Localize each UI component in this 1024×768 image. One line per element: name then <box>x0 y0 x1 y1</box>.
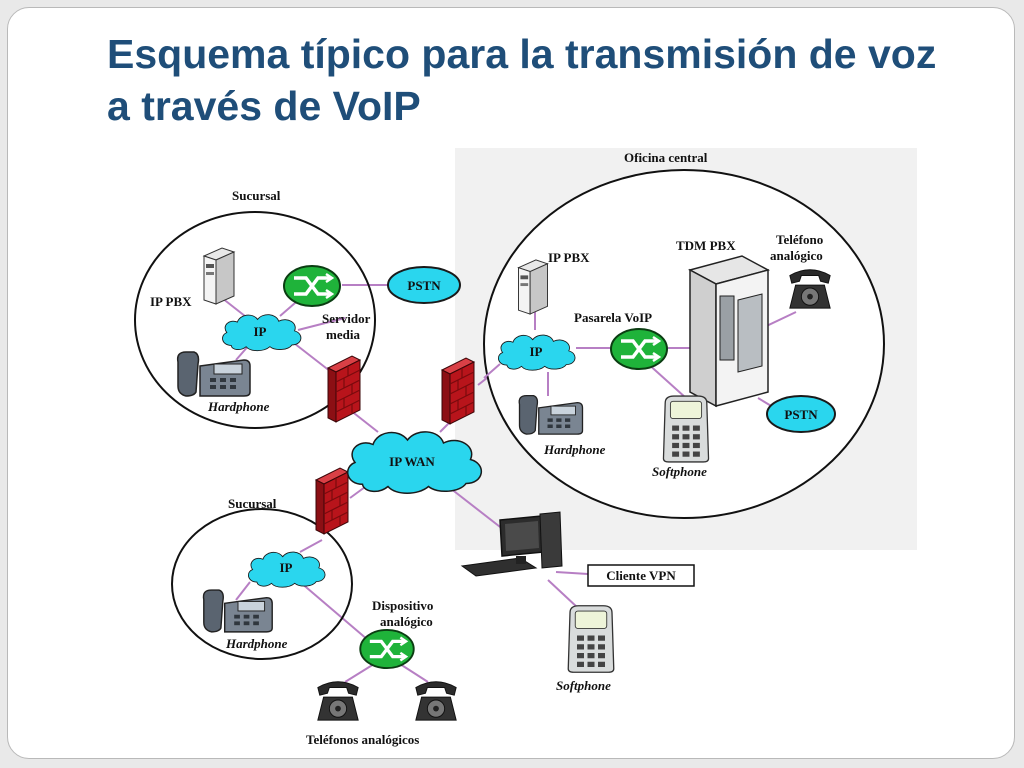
remote-softphone-label: Softphone <box>556 678 611 693</box>
link-device-phone-right <box>399 663 429 683</box>
link-device-phone-left <box>344 663 375 683</box>
analog-phones-label: Teléfonos analógicos <box>306 732 419 747</box>
central-office-title: Oficina central <box>624 150 708 165</box>
branch-ippbx-label: IP PBX <box>150 294 192 309</box>
analog-phone-right-icon <box>415 681 457 721</box>
remote-softphone-icon <box>567 605 615 673</box>
branch-bottom-title: Sucursal <box>228 496 277 511</box>
link-firewall-bottom-cloud <box>299 539 323 553</box>
link-central-cloud-firewall-inner <box>483 363 501 379</box>
branch-hardphone-label: Hardphone <box>207 399 270 414</box>
central-hardphone-label: Hardphone <box>543 442 606 457</box>
link-central-gateway-softphone-inner <box>645 361 687 399</box>
link-wan-vpn-pc <box>449 487 505 531</box>
branch-media-server-label-2: media <box>326 327 360 342</box>
firewall-branch-top-icon <box>327 355 361 423</box>
branch-top-title: Sucursal <box>232 188 281 203</box>
branch-gateway-icon <box>282 264 342 308</box>
central-pstn-node <box>766 395 836 433</box>
branch-bottom-zone <box>171 508 353 660</box>
branch-ippbx-server-icon <box>203 247 235 305</box>
analog-device-label-1: Dispositivo <box>372 598 433 613</box>
branch-media-server-label-1: Servidor <box>322 311 371 326</box>
branch-hardphone-icon <box>176 351 251 397</box>
analog-device-gateway-icon <box>358 628 416 670</box>
central-office-zone <box>483 169 885 519</box>
link-branch-mediaserver <box>297 317 346 331</box>
vpn-client-label: Cliente VPN <box>606 568 676 583</box>
central-analog-phone-label-2: analógico <box>770 248 823 263</box>
central-analog-phone-label-1: Teléfono <box>776 232 823 247</box>
analog-phone-left-icon <box>317 681 359 721</box>
branch-top-zone <box>134 211 376 429</box>
central-ippbx-server-icon <box>518 259 548 315</box>
central-ippbx-label: IP PBX <box>548 250 590 265</box>
vpn-client-label-box <box>587 564 695 587</box>
link-firewall-wan <box>349 409 379 433</box>
link-bottom-phone-cloud <box>235 581 251 601</box>
central-tdmpbx-label: TDM PBX <box>676 238 736 253</box>
branch-ip-cloud-label: IP <box>254 324 267 339</box>
central-analog-phone-icon <box>789 269 831 309</box>
central-ip-cloud-label: IP <box>530 344 543 359</box>
central-gateway-icon <box>609 327 669 371</box>
link-pc-softphone <box>547 579 579 609</box>
central-gateway-label: Pasarela VoIP <box>574 310 652 325</box>
link-bottom-cloud-device <box>299 581 369 641</box>
central-softphone-label: Softphone <box>652 464 707 479</box>
branch-pstn-node <box>387 266 461 304</box>
link-pc-vpn-label <box>555 571 589 575</box>
firewall-branch-bottom-icon <box>315 467 349 535</box>
branch-bottom-hardphone-label: Hardphone <box>225 636 288 651</box>
analog-device-label-2: analógico <box>380 614 433 629</box>
ip-wan-cloud-label: IP WAN <box>389 454 435 469</box>
tdm-pbx-cabinet-icon <box>687 255 771 408</box>
central-pstn-label: PSTN <box>784 407 818 422</box>
firewall-central-icon <box>441 357 475 425</box>
vpn-client-pc-icon <box>460 511 563 577</box>
central-softphone-icon <box>662 395 710 463</box>
branch-bottom-ip-cloud-label: IP <box>280 560 293 575</box>
branch-pstn-label: PSTN <box>407 278 441 293</box>
slide-title: Esquema típico para la transmisión de vo… <box>107 31 937 129</box>
